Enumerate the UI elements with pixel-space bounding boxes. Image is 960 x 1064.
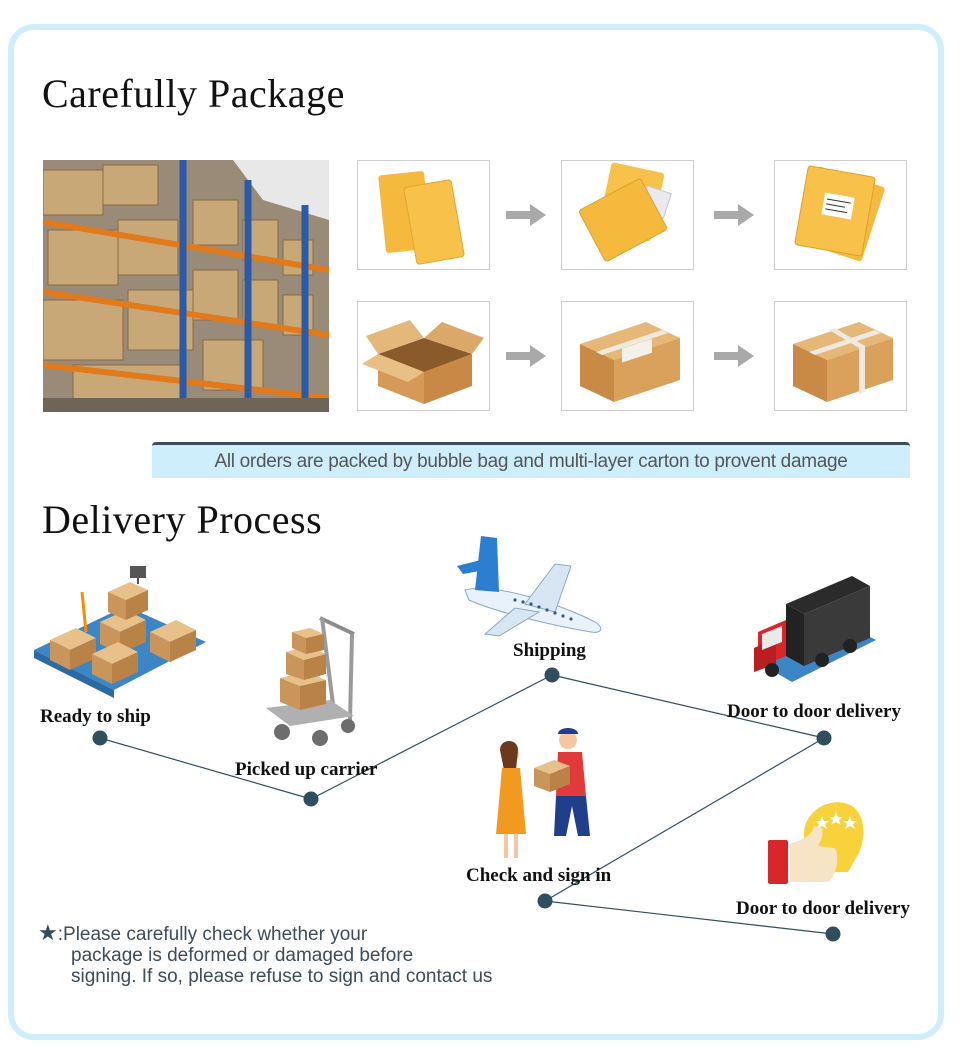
warehouse-image (43, 160, 329, 412)
section-title-package: Carefully Package (42, 71, 345, 116)
step-node-shipping (544, 667, 560, 683)
arrow-right-icon (506, 204, 546, 226)
arrow-right-icon (714, 204, 754, 226)
star-icon: ★ (38, 920, 58, 945)
note-line-3: signing. If so, please refuse to sign an… (71, 966, 493, 987)
note-line-1: Please carefully check whether your (63, 924, 368, 945)
note-line-2: package is deformed or damaged before (71, 945, 414, 966)
package-handover-icon (496, 728, 590, 858)
cross-taped-carton-image (774, 301, 907, 411)
packaging-banner: All orders are packed by bubble bag and … (152, 442, 910, 478)
open-carton-image (357, 301, 490, 411)
step-label-ready: Ready to ship (40, 706, 151, 727)
warehouse-pallets-icon (34, 566, 206, 698)
step-node-door2 (825, 926, 841, 942)
section-title-delivery: Delivery Process (42, 497, 323, 542)
taped-carton-image (561, 301, 694, 411)
hand-truck-icon (266, 616, 355, 746)
bubble-bag-filled-image (561, 160, 694, 270)
bubble-bag-labeled-image (774, 160, 907, 270)
step-node-check (537, 893, 553, 909)
delivery-truck-icon (754, 576, 876, 682)
step-node-ready (92, 730, 108, 746)
step-node-picked (303, 791, 319, 807)
airplane-icon (457, 536, 602, 637)
arrow-right-icon (714, 345, 754, 367)
note-colon: : (57, 924, 64, 945)
inspection-note: ★:Please carefully check whether your pa… (38, 920, 518, 988)
step-label-door1: Door to door delivery (727, 701, 901, 722)
step-label-picked: Picked up carrier (235, 759, 378, 780)
step-label-door2: Door to door delivery (736, 898, 910, 919)
arrow-right-icon (506, 345, 546, 367)
step-label-check: Check and sign in (466, 865, 612, 886)
step-node-door1 (816, 730, 832, 746)
bubble-bag-empty-image (357, 160, 490, 270)
step-label-shipping: Shipping (513, 640, 586, 661)
thumbs-up-rating-icon (768, 802, 864, 884)
